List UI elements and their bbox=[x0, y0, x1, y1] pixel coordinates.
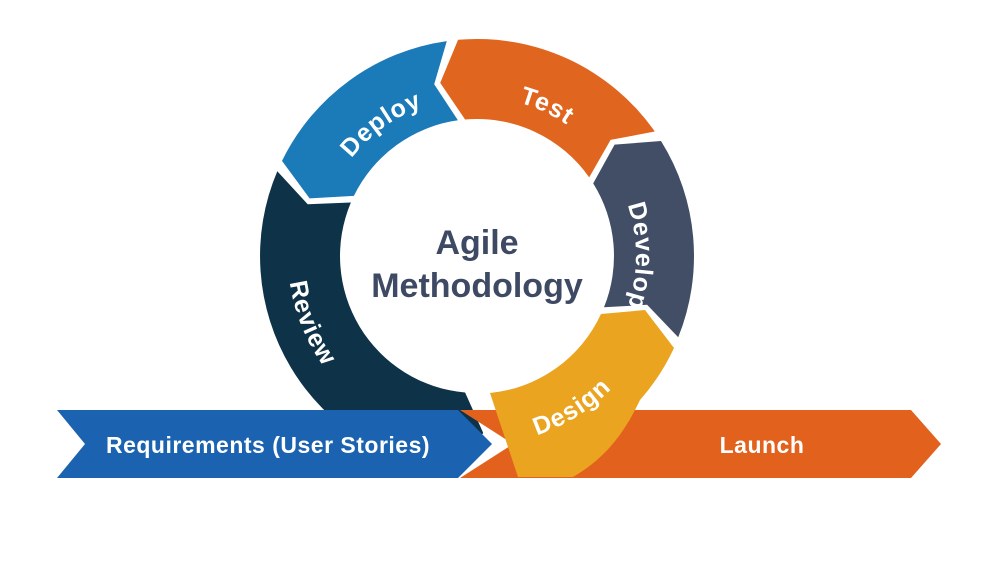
requirements-label: Requirements (User Stories) bbox=[106, 432, 430, 458]
segment-deploy-arrow bbox=[282, 41, 458, 199]
segment-test-arrow bbox=[440, 38, 655, 178]
cycle-title-line1: Agile bbox=[435, 224, 518, 262]
segment-develop-arrow bbox=[593, 141, 694, 338]
banner-requirements: Requirements (User Stories) bbox=[57, 410, 492, 478]
requirements-arrow-shape bbox=[57, 410, 492, 478]
cycle-title-line2: Methodology bbox=[371, 267, 583, 305]
cycle-title: Agile Methodology bbox=[371, 224, 583, 305]
cycle-segments-front: Design bbox=[490, 310, 674, 477]
segment-review-arrow bbox=[260, 171, 484, 473]
launch-label: Launch bbox=[720, 432, 805, 458]
segment-design-arrow bbox=[490, 310, 674, 477]
